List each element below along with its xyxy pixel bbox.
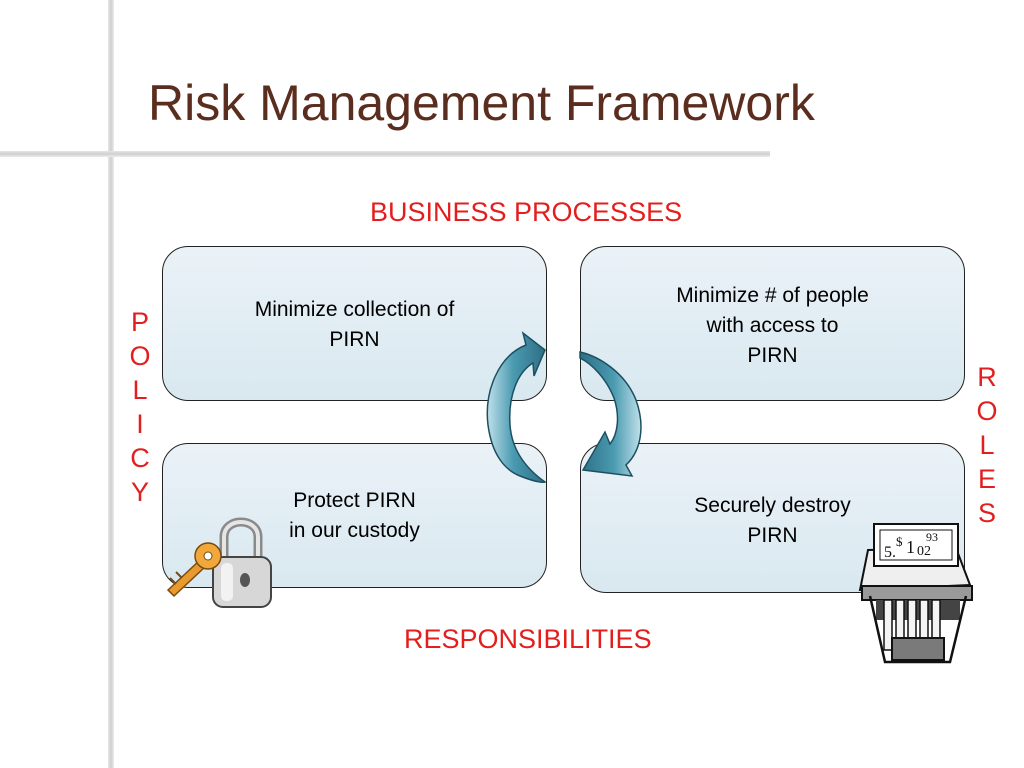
- box-text-line: Minimize # of people: [676, 284, 869, 307]
- responsibilities-label: RESPONSIBILITIES: [404, 624, 652, 654]
- box-text-line: Protect PIRN: [293, 489, 416, 512]
- roles-letter: R: [977, 362, 997, 392]
- vertical-divider: [108, 0, 114, 768]
- money-note-text: 1: [906, 537, 915, 557]
- money-note-text: $: [896, 534, 903, 549]
- policy-vertical-label: P O L I C Y: [125, 305, 155, 509]
- minimize-collection-box: Minimize collection of PIRN: [162, 246, 547, 401]
- roles-letter: S: [977, 498, 996, 528]
- policy-letter: Y: [130, 477, 149, 507]
- money-note-text: 5.: [884, 544, 896, 561]
- box-text-line: PIRN: [747, 524, 798, 547]
- slide-title: Risk Management Framework: [148, 75, 815, 131]
- box-text-line: Minimize collection of: [254, 298, 455, 321]
- roles-letter: L: [979, 430, 995, 460]
- money-shredder-icon: 5. $ 1 02 93: [858, 523, 973, 664]
- curved-arrow-up-icon: [486, 331, 547, 483]
- roles-letter: O: [976, 396, 998, 426]
- curved-arrow-down-icon: [579, 351, 642, 477]
- horizontal-divider: [0, 151, 770, 157]
- money-note-text: 93: [926, 530, 938, 544]
- business-processes-label: BUSINESS PROCESSES: [370, 197, 683, 227]
- policy-letter: C: [130, 443, 150, 473]
- policy-letter: O: [129, 341, 151, 371]
- padlock-with-key-icon: [166, 517, 272, 608]
- box-text-line: PIRN: [747, 344, 798, 367]
- policy-letter: I: [136, 409, 144, 439]
- policy-letter: P: [130, 307, 149, 337]
- roles-vertical-label: R O L E S: [972, 360, 1002, 530]
- policy-letter: L: [132, 375, 148, 405]
- roles-letter: E: [977, 464, 996, 494]
- box-text-line: in our custody: [289, 519, 420, 542]
- minimize-access-box: Minimize # of people with access to PIRN: [580, 246, 965, 401]
- box-text-line: PIRN: [329, 328, 380, 351]
- box-text-line: Securely destroy: [694, 494, 851, 517]
- money-note-text: 02: [917, 544, 931, 559]
- box-text-line: with access to: [706, 314, 839, 337]
